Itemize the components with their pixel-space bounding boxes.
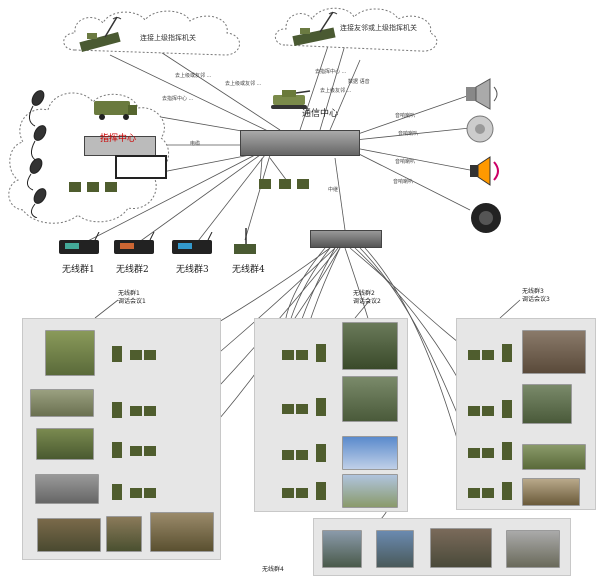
speaker-icon xyxy=(470,156,499,186)
link-label-spk4: 音响喇叭 xyxy=(393,179,414,185)
radio-icon xyxy=(172,232,213,254)
photo-radar-truck xyxy=(522,384,572,424)
speaker-icon xyxy=(466,78,498,110)
group-label-4: 无线群4 xyxy=(262,566,284,573)
handset-icon xyxy=(468,442,512,460)
photo-apc xyxy=(506,530,560,568)
relay-switch xyxy=(310,230,382,248)
radio-label-1: 无线群1 xyxy=(62,265,95,275)
photo-tent xyxy=(45,330,95,376)
link-label-f: 数据 语音 xyxy=(348,79,370,85)
cloud-command xyxy=(8,92,170,224)
photo-armor xyxy=(522,330,586,374)
photo-missile-1 xyxy=(342,322,398,370)
photo-missile-2 xyxy=(342,376,398,422)
photo-truck xyxy=(36,428,94,460)
cloud-label-command: 指挥中心 xyxy=(100,134,137,144)
handset-icon xyxy=(112,484,156,500)
handset-icon xyxy=(112,402,156,418)
central-switch xyxy=(240,130,360,156)
link-label-b: 去指挥中心 ... xyxy=(162,96,194,102)
handset-icon xyxy=(468,400,512,418)
photo-troops-3 xyxy=(150,512,214,552)
photo-sniper xyxy=(322,530,362,568)
link-label-spk2: 音响喇叭 xyxy=(398,131,419,137)
monitor-icon xyxy=(115,155,167,179)
truck-icon xyxy=(94,101,137,120)
photo-shelter xyxy=(30,389,94,417)
cloud-label-upper: 连接上级指挥机关 xyxy=(140,34,196,42)
handset-icon xyxy=(468,344,512,362)
photo-soldier xyxy=(522,478,580,506)
photo-launcher xyxy=(342,436,398,470)
handset-icon xyxy=(282,444,326,462)
speaker-icon xyxy=(466,115,494,143)
antenna-icon xyxy=(292,11,338,47)
photo-paratrooper xyxy=(376,530,414,568)
link-label-e: 去上级友邻 ... xyxy=(320,88,352,94)
center-label: 通信中心 xyxy=(302,109,339,119)
handset-icon xyxy=(112,346,156,362)
photo-troops-2 xyxy=(106,516,142,552)
antenna-icon xyxy=(234,228,256,254)
radio-label-2: 无线群2 xyxy=(116,265,149,275)
cloud-label-friendly: 连接友邻或上级指挥机关 xyxy=(340,24,417,32)
link-label-c: 去上级或友邻 ... xyxy=(225,81,262,87)
photo-convoy xyxy=(522,444,586,470)
handset-icon xyxy=(282,398,326,416)
handset-icon xyxy=(259,179,309,189)
link-label-a: 去上级或友邻 ... xyxy=(175,73,212,79)
radio-label-4: 无线群4 xyxy=(232,265,265,275)
handset-icon xyxy=(282,344,326,362)
antenna-icon xyxy=(79,16,122,53)
radio-icon xyxy=(114,232,155,254)
tank-icon xyxy=(271,90,311,109)
link-label-spk1: 音响喇叭 xyxy=(395,113,416,119)
handset-icon xyxy=(69,182,117,192)
link-label-h: 中继 xyxy=(328,187,339,193)
photo-squad xyxy=(430,528,492,568)
photo-troops-1 xyxy=(37,518,101,552)
link-label-spk3: 音响喇叭 xyxy=(395,159,416,165)
handset-icon xyxy=(282,482,326,500)
speaker-icon xyxy=(471,203,501,233)
link-label-g: 电缆 xyxy=(190,141,201,147)
handset-icon xyxy=(468,482,512,500)
radio-icon xyxy=(59,232,100,254)
photo-aa-gun xyxy=(342,474,398,508)
microphone-icon xyxy=(27,90,47,218)
link-label-d: 去指挥中心 ... xyxy=(315,69,347,75)
handset-icon xyxy=(112,442,156,458)
radio-label-3: 无线群3 xyxy=(176,265,209,275)
photo-soldiers xyxy=(35,474,99,504)
